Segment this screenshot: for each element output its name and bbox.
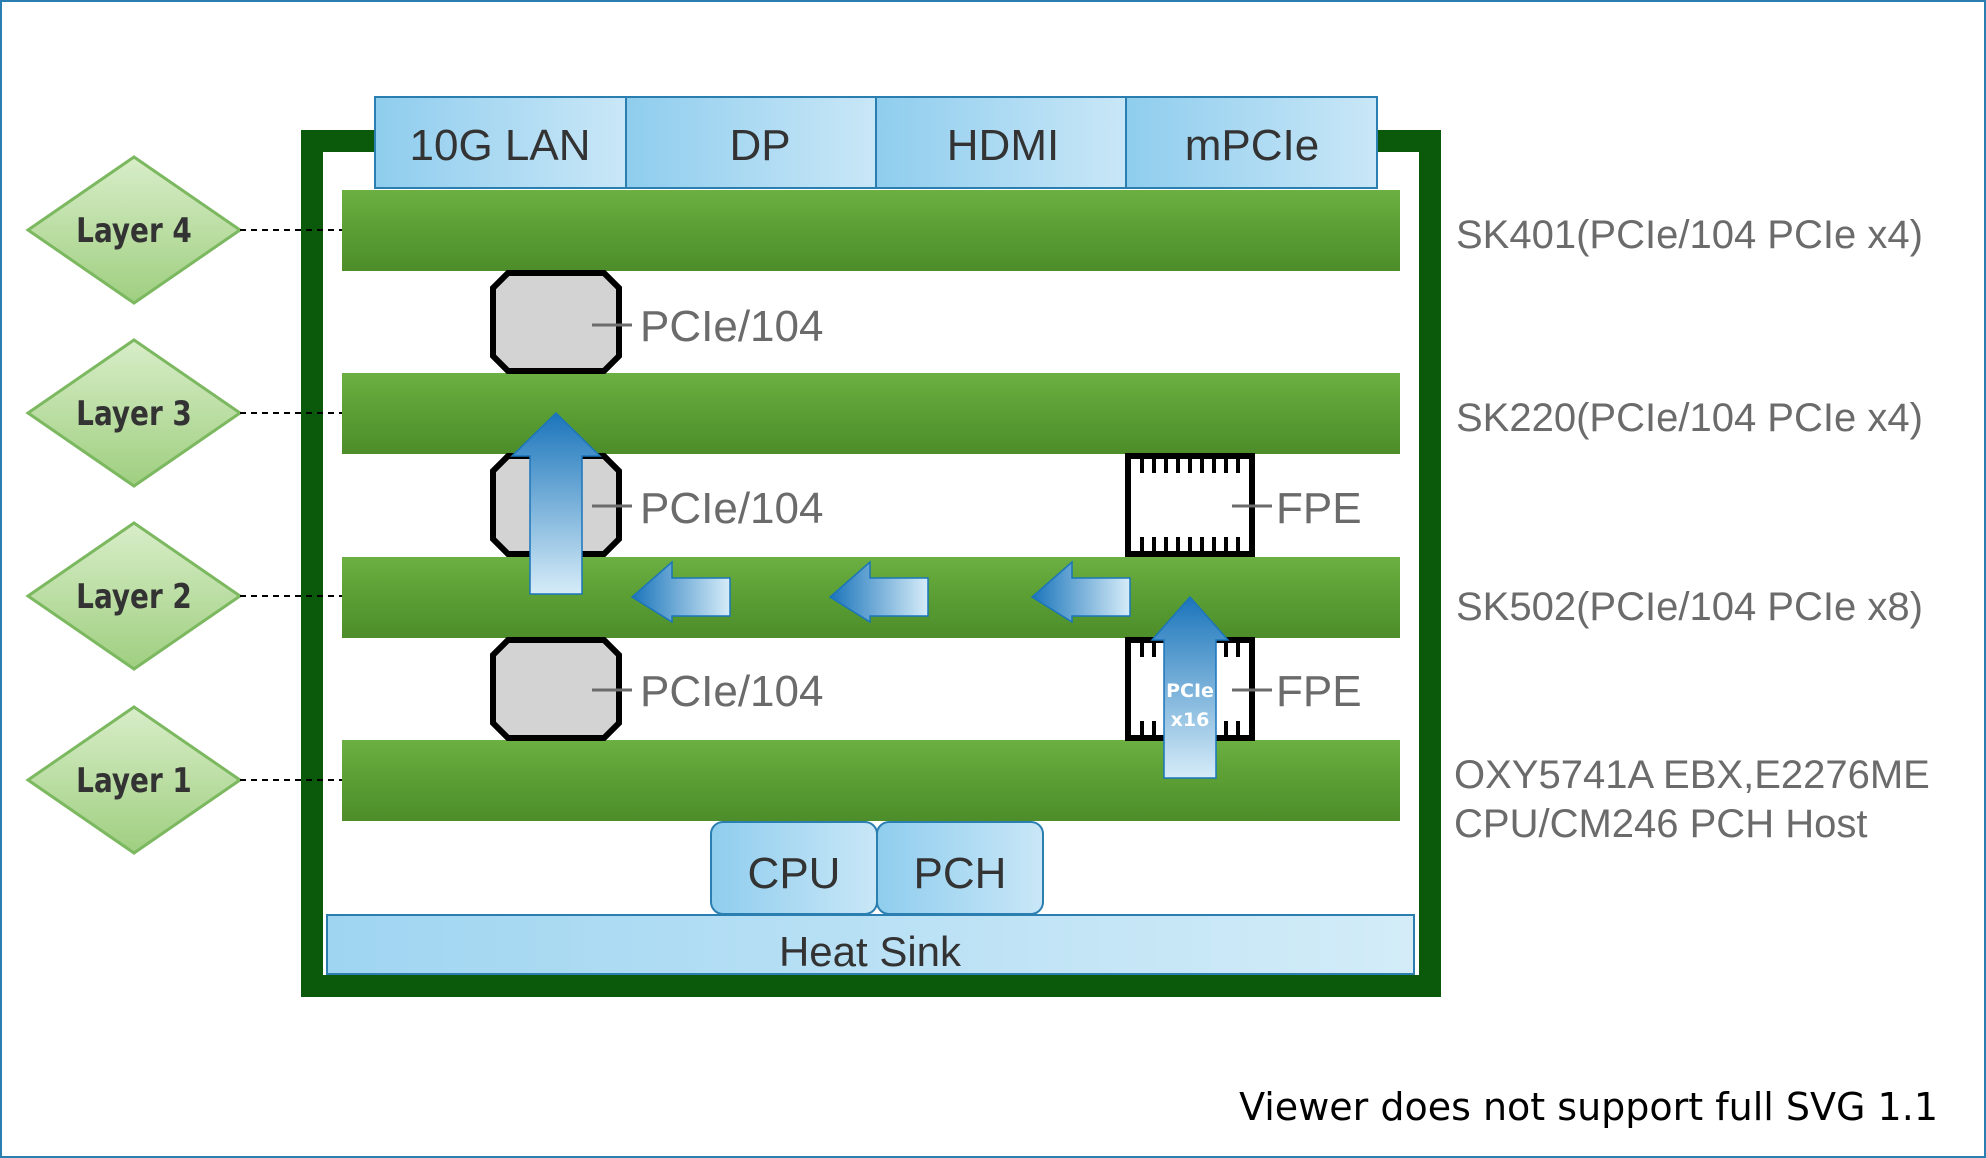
arrow-left-2 bbox=[828, 560, 929, 624]
pcie-x16-label: x16 bbox=[1171, 709, 1210, 731]
layer-label: Layer 3 bbox=[76, 394, 192, 433]
board-layer-1 bbox=[342, 740, 1400, 821]
pcie104-label: PCIe/104 bbox=[640, 667, 823, 716]
pcie104-label: PCIe/104 bbox=[640, 484, 823, 533]
io-connector-10g-lan bbox=[374, 96, 627, 189]
layer-4-marker: Layer 4 bbox=[25, 155, 243, 305]
heat-sink-label: Heat Sink bbox=[779, 928, 962, 975]
layer-label: Layer 2 bbox=[76, 577, 192, 616]
io-connector-dp bbox=[625, 96, 877, 189]
io-connector-row: 10G LAN DP HDMI mPCIe bbox=[374, 96, 1378, 189]
io-connector-label: mPCIe bbox=[1185, 121, 1319, 170]
fpe-label: FPE bbox=[1276, 484, 1362, 533]
cpu-label: CPU bbox=[748, 849, 841, 898]
pcie104-label: PCIe/104 bbox=[640, 302, 823, 351]
io-connector-label: DP bbox=[729, 121, 790, 170]
pcie-x16-label: PCIe bbox=[1166, 680, 1214, 702]
io-connector-label: 10G LAN bbox=[410, 121, 591, 170]
board-description-layer-3: SK220(PCIe/104 PCIe x4) bbox=[1456, 396, 1923, 440]
footer-note: Viewer does not support full SVG 1.1 bbox=[1239, 1085, 1938, 1129]
board-description-layer-4: SK401(PCIe/104 PCIe x4) bbox=[1456, 213, 1923, 257]
board-description-layer-1-line1: OXY5741A EBX,E2276ME bbox=[1454, 753, 1930, 797]
layer-3-marker: Layer 3 bbox=[25, 338, 243, 488]
arrow-left-3 bbox=[1030, 560, 1131, 624]
pch-label: PCH bbox=[914, 849, 1007, 898]
layer-2-marker: Layer 2 bbox=[25, 521, 243, 671]
pcie104-connector-top bbox=[490, 270, 622, 374]
board-description-layer-1-line2: CPU/CM246 PCH Host bbox=[1454, 802, 1867, 846]
pcie104-connector-bottom bbox=[490, 637, 622, 741]
arrow-up-layer2-to-3 bbox=[510, 411, 602, 595]
io-connector-mpcie bbox=[1125, 96, 1378, 189]
layer-label: Layer 4 bbox=[76, 211, 192, 250]
io-connector-label: HDMI bbox=[947, 121, 1059, 170]
board-layer-3 bbox=[342, 373, 1400, 454]
layer-label: Layer 1 bbox=[76, 761, 192, 800]
io-connector-hdmi bbox=[875, 96, 1127, 189]
fpe-label: FPE bbox=[1276, 667, 1362, 716]
board-description-layer-2: SK502(PCIe/104 PCIe x8) bbox=[1456, 585, 1923, 629]
heat-sink bbox=[326, 914, 1415, 975]
arrow-up-pcie-x16 bbox=[1150, 595, 1230, 779]
arrow-left-1 bbox=[630, 560, 731, 624]
board-layer-4 bbox=[342, 190, 1400, 271]
layer-1-marker: Layer 1 bbox=[25, 705, 243, 855]
